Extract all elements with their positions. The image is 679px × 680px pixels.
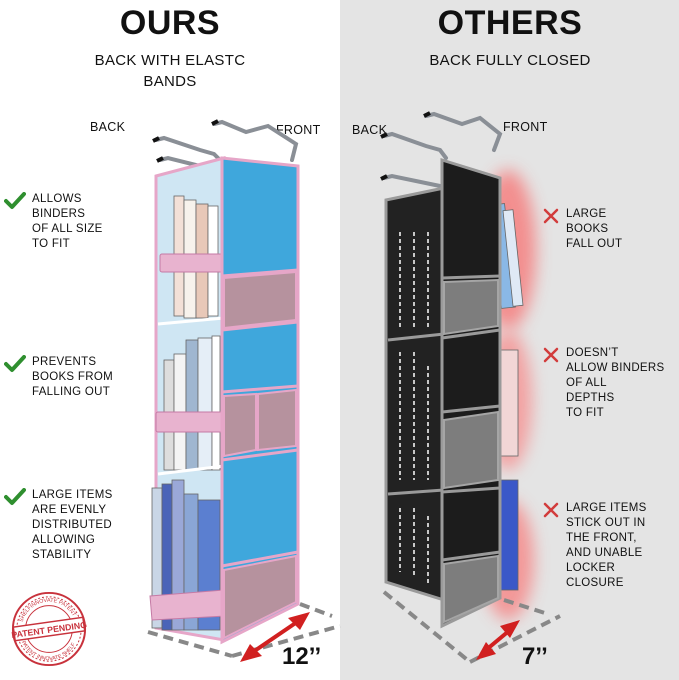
others-side-panel <box>384 186 446 603</box>
ours-subtitle: BACK WITH ELASTC BANDS <box>60 50 280 92</box>
others-dimension-arrow-icon <box>476 620 520 660</box>
check-icon <box>4 355 26 372</box>
others-title: OTHERS <box>437 4 583 42</box>
ours-elastic-bands <box>149 253 227 621</box>
ours-back-label: BACK <box>90 120 126 134</box>
patent-seal-icon: SHELFINNOVATE PATENT PATENT INNOVATE SHE… <box>11 591 88 667</box>
cross-icon <box>543 502 559 518</box>
ours-subtitle-line1: BACK WITH ELASTC <box>94 52 246 69</box>
others-front-label: FRONT <box>503 120 548 134</box>
check-icon <box>4 488 26 505</box>
others-mesh-pockets <box>443 278 499 624</box>
ours-subtitle-line2: BANDS <box>143 73 197 90</box>
cross-icon <box>543 208 559 224</box>
ours-front-label: FRONT <box>276 123 321 137</box>
others-back-label: BACK <box>352 123 388 137</box>
others-subtitle: BACK FULLY CLOSED <box>429 52 591 69</box>
ours-title: OURS <box>119 4 221 42</box>
cross-icon <box>543 347 559 363</box>
ours-mesh-pockets <box>223 270 297 640</box>
others-dimension-label: 7’’ <box>522 643 548 670</box>
ours-dimension-label: 12’’ <box>282 643 322 670</box>
check-icon <box>4 192 26 209</box>
ours-dimension-arrow-icon <box>240 612 310 662</box>
